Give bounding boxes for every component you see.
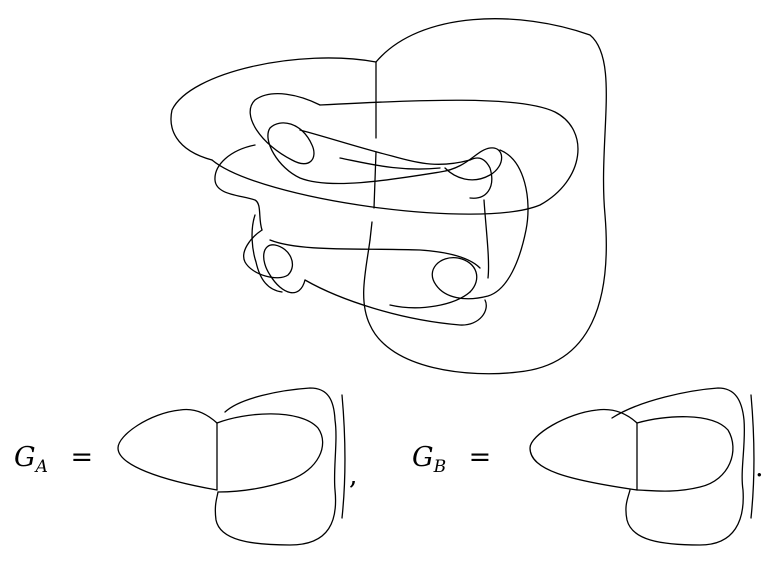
separator-comma: , [349,460,358,491]
label-b-subscript: B [433,457,447,477]
knot-right-strand [431,149,529,300]
gb-left-lobe [529,408,638,491]
label-a-symbol: G [14,442,36,473]
knot-left-lower-loop [243,229,306,294]
gb-right-inner [636,416,734,492]
ga-left-lobe [117,408,218,491]
knot-right-lobe [363,18,607,375]
label-a-subscript: A [35,457,48,477]
knot-right-lower-loop [389,199,490,309]
terminal-text: . [755,452,764,483]
gb-right-outer [611,387,746,546]
ga-right-bracket [341,394,346,519]
equation-label-a: GA = [14,442,93,477]
graph-g-b [529,387,746,546]
label-b-relation: = [468,442,492,473]
equation-label-b: GB = [412,442,491,477]
knot-left-strand [214,144,263,231]
knot-left-lobe [170,57,377,161]
ga-right-inner [216,413,324,493]
separator-text: , [349,460,358,491]
label-a-relation: = [70,442,94,473]
label-b-symbol: G [412,442,434,473]
knot-bottom-lower [251,214,283,293]
knot-middle-arc [211,99,579,215]
ga-right-outer [214,387,337,546]
knot-bottom-arc [304,279,487,326]
graph-g-a [117,387,337,546]
gb-right-bracket [750,394,755,519]
knot-upper-twist [249,93,503,185]
knot-upper-inner-line [339,157,441,170]
terminal-period: . [755,452,764,483]
knot-diagram [170,18,607,375]
knot-upper-band [299,129,493,199]
knot-lower-band [269,239,481,269]
knot-center-strand [369,61,377,241]
